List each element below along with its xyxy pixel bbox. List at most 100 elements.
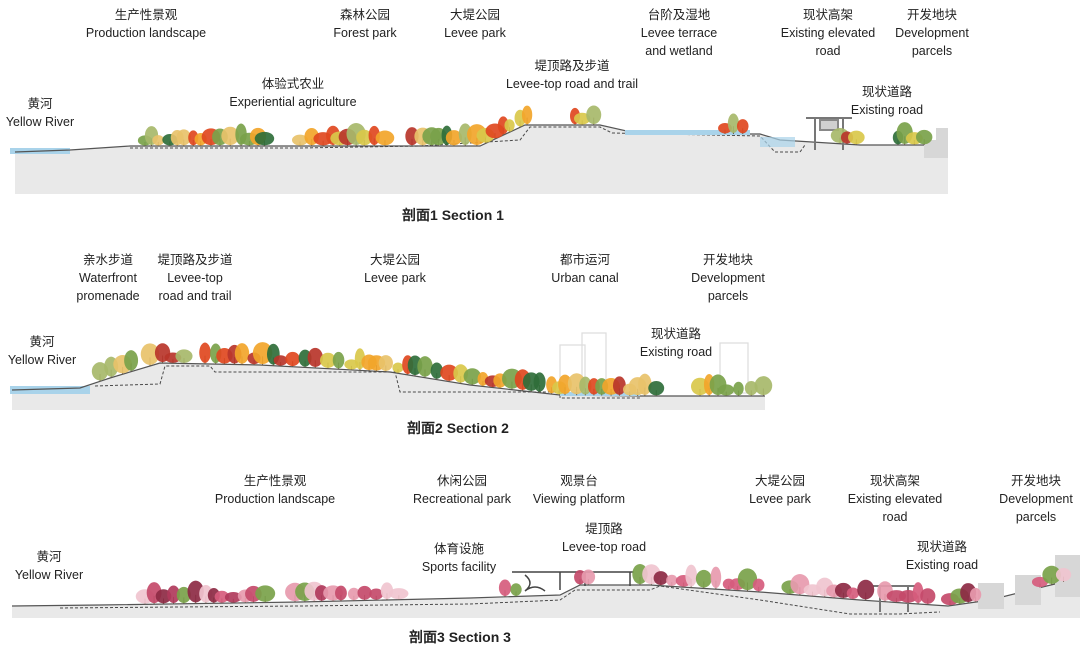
tree-crown xyxy=(521,105,533,125)
tree-crown xyxy=(695,569,712,588)
tree-crown xyxy=(848,130,865,145)
tree-crown xyxy=(224,591,242,603)
tree-crown xyxy=(752,578,765,592)
tree-crown xyxy=(710,566,722,589)
tree-crown xyxy=(273,355,288,366)
tree-crown xyxy=(176,129,191,146)
tree-crown xyxy=(733,381,744,396)
tree-crown xyxy=(504,119,515,132)
tree-crown xyxy=(392,362,404,373)
tree-crown xyxy=(736,119,749,134)
tree-crown xyxy=(199,342,211,363)
section-1-channel xyxy=(760,137,795,147)
tree-crown xyxy=(319,352,336,368)
tree-crown xyxy=(234,343,250,364)
section-1-buildings xyxy=(924,128,948,158)
tree-crown xyxy=(1042,565,1061,584)
tree-crown xyxy=(356,129,373,146)
tree-crown xyxy=(574,112,591,125)
tree-crown xyxy=(648,380,665,396)
section-1-title: 剖面1 Section 1 xyxy=(402,207,504,223)
tree-crown xyxy=(579,376,592,395)
tree-crown xyxy=(430,362,443,379)
tree-crown xyxy=(638,373,652,395)
section-3-dashed-line xyxy=(59,585,941,615)
tree-crown xyxy=(221,126,240,146)
tree-crown xyxy=(347,587,360,601)
tree-crown xyxy=(744,380,758,396)
tree-crown xyxy=(214,590,230,603)
tree-crown xyxy=(581,569,596,585)
tree-crown xyxy=(91,362,109,381)
section-1-wetland xyxy=(625,130,750,135)
tree-crown xyxy=(357,585,372,600)
tree-crown xyxy=(124,350,139,371)
section-2-river xyxy=(10,386,90,394)
tree-crown xyxy=(1055,568,1072,582)
tree-crown xyxy=(167,585,180,604)
tree-crown xyxy=(920,588,936,604)
tree-crown xyxy=(405,127,419,146)
tree-crown xyxy=(558,374,572,395)
tree-crown xyxy=(463,368,481,385)
tree-crown xyxy=(969,587,982,602)
section-3-ground xyxy=(12,578,1080,618)
section-3-drawing xyxy=(11,555,1080,618)
tree-crown xyxy=(754,376,773,396)
tree-crown xyxy=(653,571,669,585)
tree-crown xyxy=(255,585,276,602)
tree-crown xyxy=(612,376,626,395)
tree-crown xyxy=(332,351,345,369)
section-3-trees xyxy=(135,563,1072,606)
tree-crown xyxy=(175,349,193,363)
section-2-ground xyxy=(12,363,765,410)
tree-crown xyxy=(369,588,384,600)
tree-crown xyxy=(307,347,323,368)
section-2-title: 剖面2 Section 2 xyxy=(407,420,509,436)
tree-crown xyxy=(857,579,875,600)
tree-crown xyxy=(291,134,309,146)
tree-crown xyxy=(285,351,300,367)
tree-crown xyxy=(727,113,739,134)
tree-crown xyxy=(335,585,347,601)
tree-crown xyxy=(375,130,395,146)
section-1-drawing xyxy=(10,105,948,194)
tree-crown xyxy=(140,343,160,365)
tree-crown xyxy=(586,105,602,125)
tree-crown xyxy=(152,135,165,146)
tree-crown xyxy=(533,372,546,392)
tree-crown xyxy=(498,579,512,597)
section-2-drawing xyxy=(10,332,773,410)
tree-crown xyxy=(440,364,459,381)
tree-crown xyxy=(497,116,509,135)
section-3-buildings xyxy=(978,555,1080,609)
tree-crown xyxy=(510,583,522,596)
tree-crown xyxy=(176,586,191,603)
tree-crown xyxy=(445,130,463,146)
tree-crown xyxy=(846,587,860,599)
tree-crown xyxy=(915,129,933,145)
